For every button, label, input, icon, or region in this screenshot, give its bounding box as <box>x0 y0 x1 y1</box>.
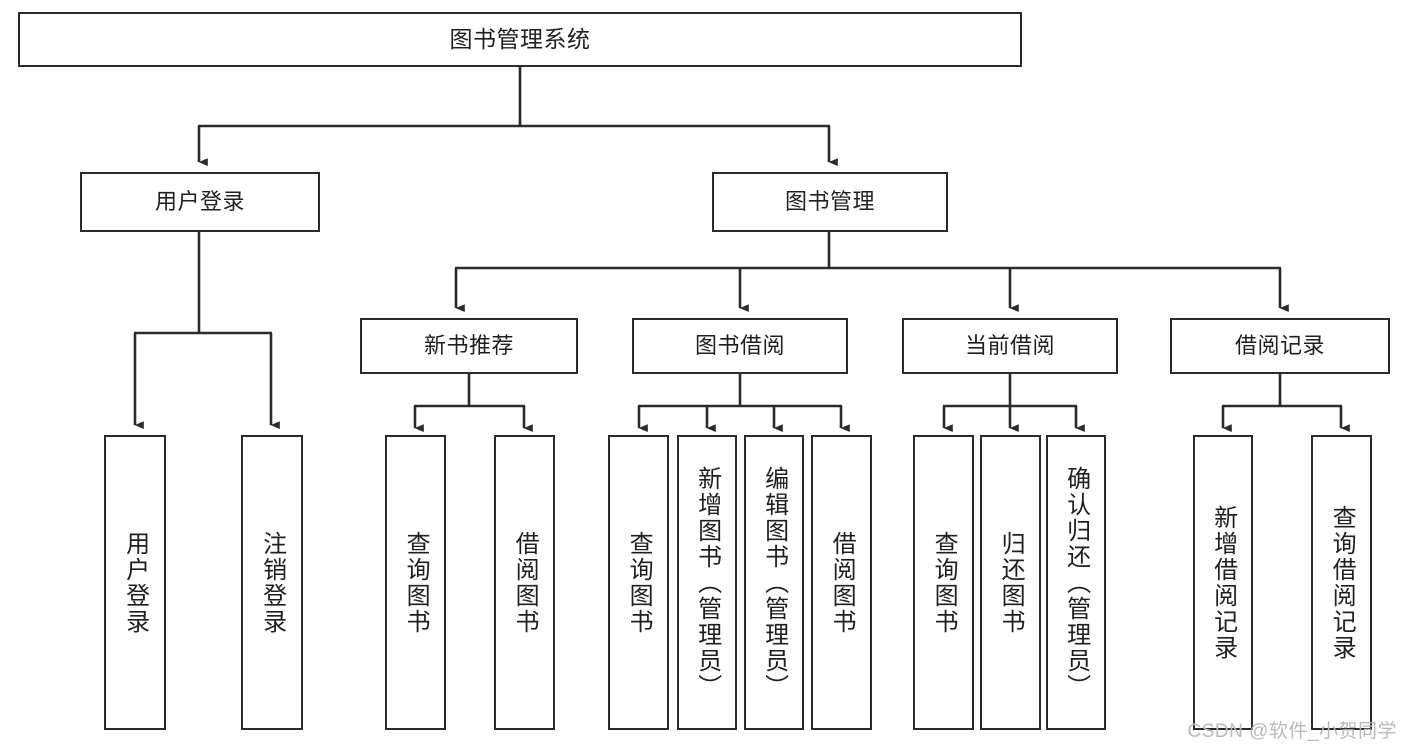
node-label: 图书管理系统 <box>449 25 591 52</box>
node-book-manage[interactable]: 图书管理 <box>712 172 948 232</box>
node-leaf-add-record[interactable]: 新增借阅记录 <box>1193 435 1253 730</box>
node-new-book-recommend[interactable]: 新书推荐 <box>360 318 578 374</box>
node-leaf-borrow-book-1[interactable]: 借阅图书 <box>494 435 555 730</box>
node-leaf-edit-book[interactable]: 编辑图书（管理员） <box>744 435 804 730</box>
node-label: 借阅图书 <box>511 530 539 635</box>
node-label: 当前借阅 <box>964 332 1055 358</box>
node-label: 新增借阅记录 <box>1209 504 1237 661</box>
node-label: 编辑图书（管理员） <box>760 465 788 700</box>
node-label: 借阅图书 <box>828 530 856 635</box>
csdn-watermark: CSDN @软件_小贺同学 <box>1187 721 1397 742</box>
node-label: 新书推荐 <box>423 332 514 358</box>
node-label: 查询借阅记录 <box>1328 504 1356 661</box>
node-leaf-confirm-return[interactable]: 确认归还（管理员） <box>1046 435 1106 730</box>
node-leaf-borrow-book-2[interactable]: 借阅图书 <box>811 435 872 730</box>
node-label: 借阅记录 <box>1234 332 1325 358</box>
node-leaf-query-book-3[interactable]: 查询图书 <box>913 435 974 730</box>
node-borrow-record[interactable]: 借阅记录 <box>1170 318 1390 374</box>
node-leaf-query-record[interactable]: 查询借阅记录 <box>1311 435 1372 730</box>
node-label: 查询图书 <box>930 530 958 635</box>
node-label: 查询图书 <box>625 530 653 635</box>
node-label: 确认归还（管理员） <box>1062 465 1090 700</box>
node-label: 图书借阅 <box>694 332 785 358</box>
node-label: 注销登录 <box>258 530 286 635</box>
node-user-login[interactable]: 用户登录 <box>80 172 320 232</box>
node-label: 查询图书 <box>402 530 430 635</box>
node-leaf-query-book-1[interactable]: 查询图书 <box>385 435 446 730</box>
node-leaf-query-book-2[interactable]: 查询图书 <box>608 435 669 730</box>
node-label: 用户登录 <box>154 188 245 214</box>
node-label: 新增图书（管理员） <box>693 465 721 700</box>
node-leaf-return-book[interactable]: 归还图书 <box>980 435 1041 730</box>
node-book-borrow[interactable]: 图书借阅 <box>632 318 848 374</box>
node-root-book-management-system[interactable]: 图书管理系统 <box>18 12 1022 67</box>
node-leaf-logout-login[interactable]: 注销登录 <box>241 435 303 730</box>
node-label: 用户登录 <box>121 530 149 635</box>
node-current-borrow[interactable]: 当前借阅 <box>902 318 1118 374</box>
node-label: 归还图书 <box>997 530 1025 635</box>
node-leaf-user-login[interactable]: 用户登录 <box>104 435 166 730</box>
node-label: 图书管理 <box>784 188 875 214</box>
node-leaf-add-book[interactable]: 新增图书（管理员） <box>677 435 737 730</box>
